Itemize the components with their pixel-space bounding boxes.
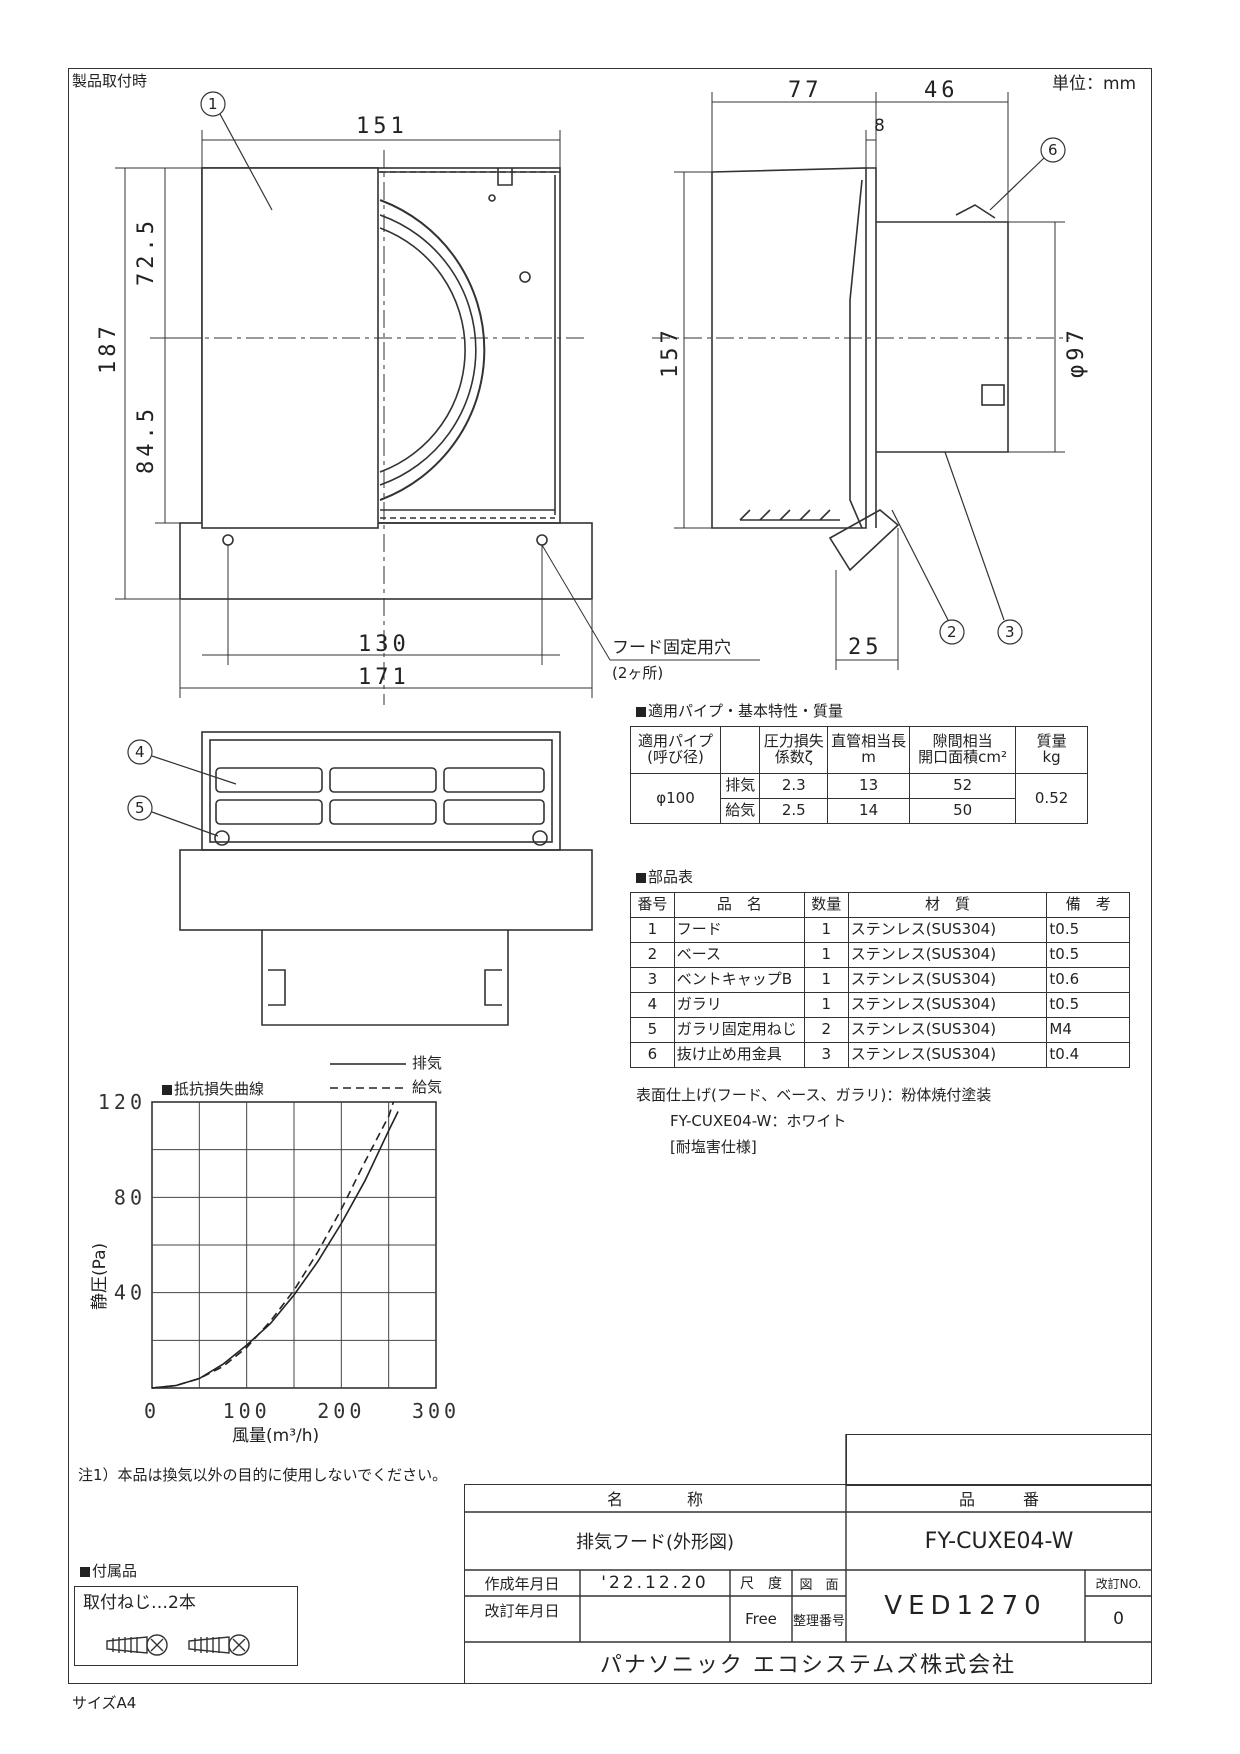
- title-block: [464, 1484, 1152, 1684]
- table-cell: ステンレス(SUS304): [847, 917, 1048, 943]
- hole-count: (2ヶ所): [612, 664, 664, 682]
- front-view: [179, 167, 593, 600]
- screw-icon: [106, 1634, 250, 1656]
- finish-line-2: FY-CUXE04-W：ホワイト: [670, 1112, 847, 1130]
- install-label: 製品取付時: [72, 72, 148, 90]
- table-cell: ステンレス(SUS304): [847, 967, 1048, 993]
- revision-label: 改訂NO.: [1095, 1576, 1142, 1591]
- table-cell: t0.5: [1046, 917, 1130, 943]
- callout-5: 5: [135, 799, 145, 817]
- dim-depth: 77: [788, 78, 823, 103]
- table-cell: ステンレス(SUS304): [847, 992, 1048, 1018]
- product-number: FY-CUXE04-W: [924, 1528, 1074, 1554]
- table-cell: 2: [803, 1017, 849, 1043]
- chart-xlabel: 風量(m³/h): [232, 1426, 320, 1446]
- table-cell: ベース: [673, 942, 805, 968]
- side-view: [711, 167, 1009, 572]
- table-cell: ステンレス(SUS304): [847, 1017, 1048, 1043]
- company-name: パナソニック エコシステムズ株式会社: [599, 1653, 1017, 1678]
- callout-3: 3: [1005, 623, 1015, 641]
- square-bullet-icon: [636, 707, 646, 717]
- hole-label: フード固定用穴: [612, 638, 731, 658]
- square-bullet-icon: [636, 873, 646, 883]
- callout-4: 4: [135, 743, 145, 761]
- created-date: '22.12.20: [601, 1573, 709, 1593]
- number-header: 品 番: [958, 1490, 1039, 1509]
- callout-1: 1: [208, 95, 218, 113]
- accessories-title: 付属品: [80, 1564, 137, 1579]
- dim-top-width: 151: [356, 114, 408, 139]
- scale-value: Free: [745, 1610, 777, 1628]
- revision-number: 0: [1113, 1609, 1124, 1629]
- product-name: 排気フード(外形図): [575, 1532, 735, 1553]
- callout-6: 6: [1048, 141, 1058, 159]
- dim-flange: 8: [874, 116, 885, 136]
- chart-title: 抵抗損失曲線: [162, 1082, 264, 1097]
- drawing-number: VED1270: [884, 1591, 1047, 1621]
- dim-base-width: 171: [358, 665, 410, 690]
- revised-label: 改訂年月日: [484, 1602, 560, 1620]
- parts-table-title: 部品表: [636, 870, 693, 885]
- unit-label: 単位：mm: [1052, 74, 1137, 94]
- created-label: 作成年月日: [484, 1574, 560, 1593]
- square-bullet-icon: [80, 1567, 90, 1577]
- paper-size: サイズA4: [72, 1694, 137, 1712]
- ref-label: 整理番号: [792, 1613, 845, 1629]
- square-bullet-icon: [162, 1085, 172, 1095]
- finish-line-1: 表面仕上げ(フード、ベース、ガラリ)：粉体焼付塗装: [636, 1086, 992, 1104]
- dim-louver: 25: [848, 635, 883, 660]
- bottom-view: [179, 731, 593, 1026]
- table-cell: 3: [630, 967, 675, 993]
- table-cell: t0.5: [1046, 992, 1130, 1018]
- table-cell: 抜け止め用金具: [673, 1042, 805, 1068]
- table-cell: 5: [630, 1017, 675, 1043]
- usage-note: 注1）本品は換気以外の目的に使用しないでください。: [78, 1466, 448, 1484]
- accessories-box: 取付ねじ…2本: [74, 1586, 298, 1666]
- callout-2: 2: [947, 623, 957, 641]
- table-cell: t0.5: [1046, 942, 1130, 968]
- dim-pipe-length: 46: [924, 78, 959, 103]
- table-cell: 6: [630, 1042, 675, 1068]
- scale-label: 尺 度: [740, 1576, 782, 1592]
- finish-line-3: [耐塩害仕様]: [670, 1138, 757, 1156]
- table-cell: フード: [673, 917, 805, 943]
- table-cell: t0.4: [1046, 1042, 1130, 1068]
- accessory-item: 取付ねじ…2本: [83, 1593, 196, 1613]
- legend-supply: 給気: [412, 1078, 443, 1096]
- table-row: 給気 2.5 14 50: [631, 798, 1088, 824]
- table-cell: ガラリ: [673, 992, 805, 1018]
- name-header: 名 称: [606, 1490, 703, 1509]
- spec-table: 適用パイプ (呼び径) 圧力損失 係数ζ 直管相当長 m 隙間相当 開口面積cm…: [630, 726, 1088, 824]
- table-row: φ100 排気 2.3 13 52 0.52: [630, 773, 1088, 824]
- drawing-label: 図 面: [799, 1577, 839, 1593]
- legend-exhaust: 排気: [412, 1054, 443, 1072]
- dim-hole-pitch: 130: [358, 632, 410, 657]
- table-cell: ステンレス(SUS304): [847, 1042, 1048, 1068]
- table-cell: M4: [1046, 1017, 1130, 1043]
- table-cell: ステンレス(SUS304): [847, 942, 1048, 968]
- spec-table-title: 適用パイプ・基本特性・質量: [636, 704, 843, 719]
- table-cell: ガラリ固定用ねじ: [673, 1017, 805, 1043]
